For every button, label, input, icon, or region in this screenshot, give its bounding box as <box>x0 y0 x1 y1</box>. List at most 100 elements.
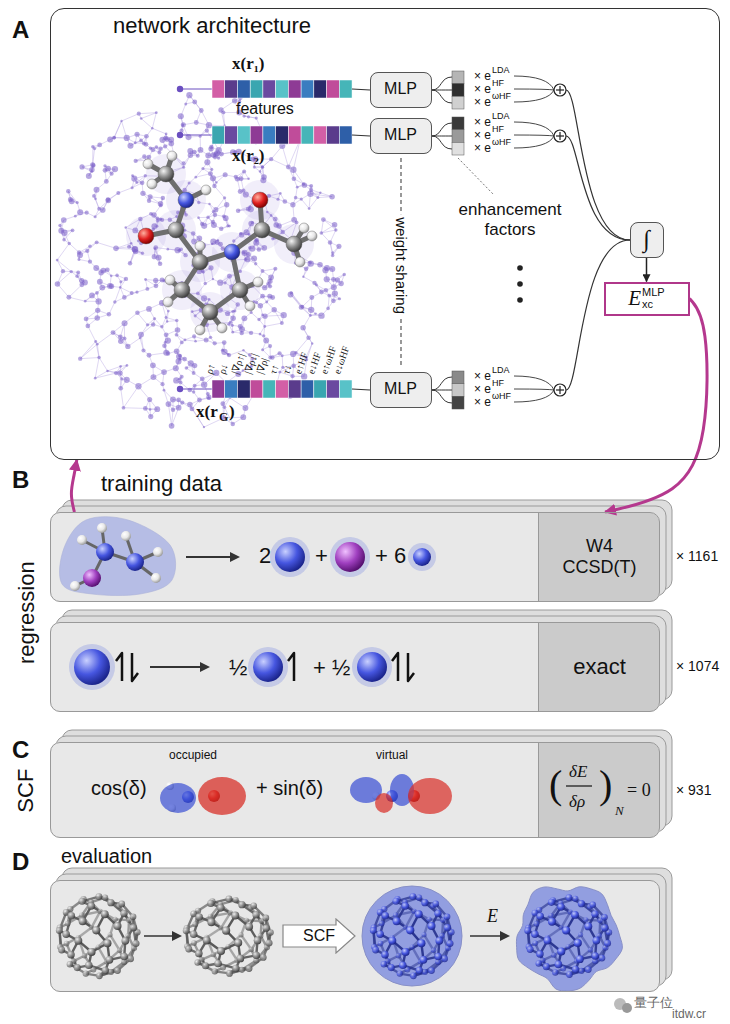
mlp-box: MLP <box>370 372 432 408</box>
energy-symbol: E <box>628 286 641 310</box>
count-label: × 1074 <box>676 658 719 674</box>
card-text: + sin(δ) <box>256 777 323 800</box>
connector-arrow <box>646 258 648 282</box>
feature-label: ρ↓ <box>216 362 230 375</box>
enhancement-label: × e <box>474 83 491 95</box>
panel-letter: B <box>12 466 29 494</box>
enhancement-label: ωHF <box>492 138 511 147</box>
enhancement-label: × e <box>474 396 491 408</box>
features-label: features <box>236 100 294 118</box>
enhancement-label: ωHF <box>492 392 511 401</box>
equation-part: ) <box>599 762 612 808</box>
weight-sharing-label: weight sharing <box>392 214 409 317</box>
mlp-label: MLP <box>384 380 417 398</box>
card-text: cos(δ) <box>91 777 147 800</box>
enhancement-label: HF <box>492 125 504 134</box>
energy-superscript: MLP <box>642 287 665 299</box>
scf-label: SCF <box>303 927 335 945</box>
integration-grid <box>55 92 346 429</box>
card-text: + 6 <box>375 543 406 568</box>
equation-part: = 0 <box>627 780 651 801</box>
training-card: training data2++ 6W4 CCSD(T) <box>50 512 660 602</box>
card-text: ½ <box>229 655 247 680</box>
equation-part: N <box>615 804 624 819</box>
energy-label: E <box>487 906 498 927</box>
reference-cell: W4 CCSD(T) <box>538 512 660 602</box>
card-text: occupied <box>169 749 217 763</box>
equation-part: δρ <box>569 792 585 812</box>
panel-letter: A <box>12 16 29 44</box>
enhancement-label: LDA <box>492 66 510 75</box>
panel-letter: D <box>12 848 29 876</box>
feature-label: τ↓ <box>280 363 294 375</box>
training-card: ½ + ½ exact <box>50 622 660 712</box>
box-fills <box>370 72 690 408</box>
enhancement-label: × e <box>474 142 491 154</box>
panel-letter: C <box>12 736 29 764</box>
enhancement-label: × e <box>474 129 491 141</box>
equation-part: δE <box>569 762 587 782</box>
integral-sign: ∫ <box>643 226 650 254</box>
feature-label: ρ↑ <box>204 362 218 375</box>
spin-sketch <box>69 644 414 690</box>
vector-label: G <box>219 411 228 425</box>
card-text: + <box>315 543 328 568</box>
enhancement-label: × e <box>474 96 491 108</box>
enhancement-label: × e <box>474 70 491 82</box>
mlp-label: MLP <box>384 80 417 98</box>
vector-label: ) <box>229 402 235 422</box>
enhancement-label: HF <box>492 79 504 88</box>
reference-cell: exact <box>538 622 660 712</box>
reference-label: exact <box>573 654 626 679</box>
condition-cell: ( δE δρ)N= 0 <box>538 742 660 838</box>
scf-arrow: SCF <box>282 918 356 954</box>
watermark: 量子位 <box>634 996 673 1011</box>
energy-box: EMLPxc <box>604 282 690 316</box>
enhancement-label: × e <box>474 370 491 382</box>
enhancement-label: × e <box>474 116 491 128</box>
vector-label: x(r₂) <box>232 146 264 166</box>
mlp-label: MLP <box>384 126 417 144</box>
section-label: SCF <box>13 768 38 812</box>
mlp-box: MLP <box>370 118 432 154</box>
annotation: enhancement factors <box>452 200 568 239</box>
connector-arrow <box>71 460 76 512</box>
card-text: + ½ <box>313 655 350 680</box>
orbital-sketch <box>160 774 592 815</box>
card-stacks <box>50 500 672 992</box>
equation-part: ( <box>549 762 562 808</box>
card-text: training data <box>101 471 222 496</box>
feature-label: τ↑ <box>267 363 281 375</box>
script-stack: MLPxc <box>642 287 665 310</box>
integral-box: ∫ <box>630 222 664 258</box>
count-label: × 1161 <box>676 548 718 564</box>
molecule <box>126 151 317 335</box>
enhancement-label: LDA <box>492 366 510 375</box>
card-text: virtual <box>376 749 408 763</box>
reference-label: W4 CCSD(T) <box>558 536 642 577</box>
watermark-icon <box>614 998 632 1013</box>
enhancement-factors <box>432 71 630 409</box>
enhancement-label: LDA <box>492 112 510 121</box>
atomization-sketch <box>60 517 436 596</box>
card-text: 2 <box>259 543 271 568</box>
enhancement-label: HF <box>492 379 504 388</box>
connector-arrow <box>605 299 707 513</box>
panel-title: network architecture <box>113 13 311 38</box>
vector-label: x(r <box>196 402 218 422</box>
count-label: × 931 <box>676 782 711 798</box>
section-label: regression <box>13 561 38 664</box>
scf-card: cos(δ) + sin(δ) occupied virtual ( δE δρ)N= 0 <box>50 742 660 838</box>
mlp-box: MLP <box>370 72 432 108</box>
fullerene-sketch <box>56 886 623 991</box>
vector-label: x(r₁) <box>232 54 264 74</box>
watermark: itdw.cr <box>672 1008 706 1022</box>
panel-frame: network architectureMLPMLPMLP∫EMLPxc <box>50 8 720 460</box>
card-heading: evaluation <box>61 845 152 868</box>
feature-vectors <box>177 80 370 398</box>
evaluation-card: evaluationSCF <box>50 880 660 992</box>
enhancement-label: ωHF <box>492 92 511 101</box>
energy-subscript: xc <box>642 299 665 311</box>
